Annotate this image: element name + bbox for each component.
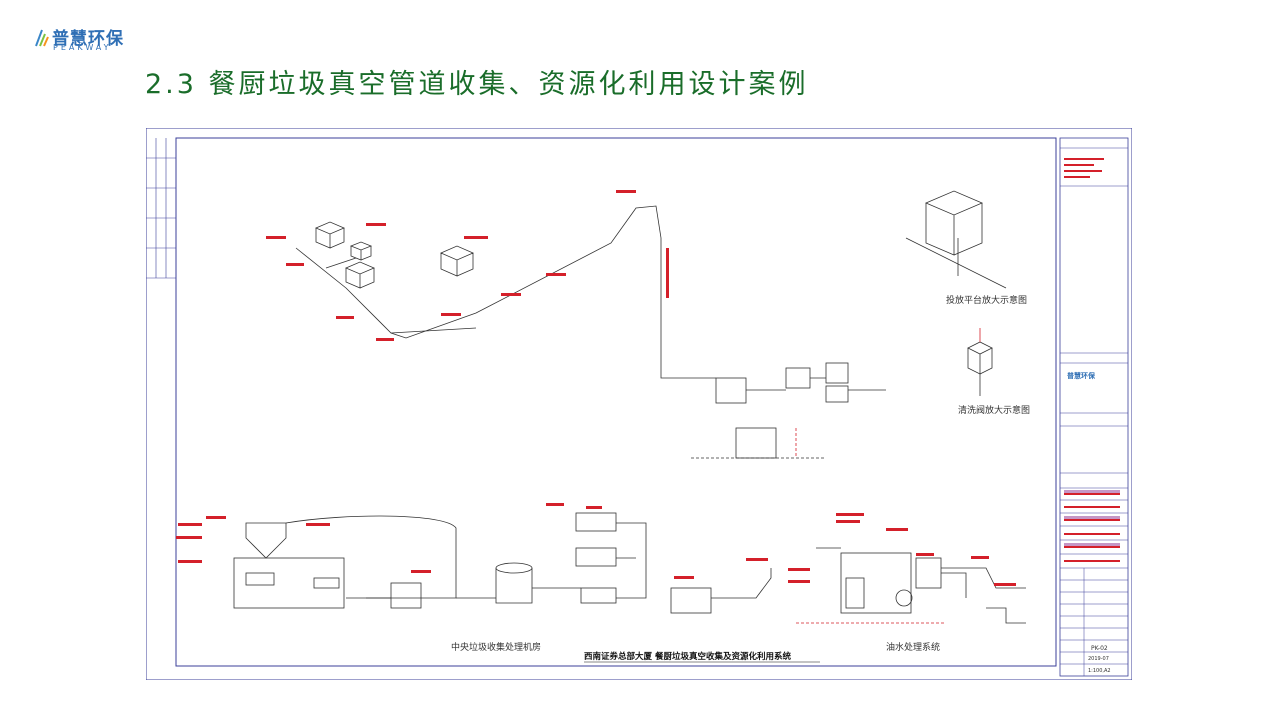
platform-detail [905,190,1007,289]
platform-detail-caption: 投放平台放大示意图 [946,294,1027,306]
title-block-scale: 1:100,A2 [1088,668,1111,674]
oil-water-caption: 油水处理系统 [886,641,940,653]
logo-mark-icon [35,29,49,47]
slide-title: 2.3 餐厨垃圾真空管道收集、资源化利用设计案例 [145,69,809,100]
logo-text-cn: 普慧环保 [52,29,124,49]
oil-water-equipment [796,547,1026,624]
logo-text-en: PEAKWAY [53,43,112,52]
valve-detail [967,328,993,396]
sheet-border [146,128,1132,680]
title-block-company: 普慧环保 [1067,371,1096,380]
central-room-equipment [233,512,772,614]
equipment-group-upper [660,362,886,459]
drawing-frame [175,137,1057,667]
oil-water-labels [788,513,1016,586]
central-room-caption: 中央垃圾收集处理机房 [451,641,541,653]
valve-detail-caption: 清洗阀放大示意图 [958,404,1030,416]
isometric-pipe-network [295,205,662,368]
title-block-sheet-no: PK-02 [1091,645,1108,652]
title-block: 普慧环保 PK-02 2019-07 1:100,A2 [1059,137,1129,677]
engineering-drawing: 普慧环保 PK-02 2019-07 1:100,A2 [146,128,1132,680]
title-block-date: 2019-07 [1088,656,1109,662]
pipe-labels [266,190,669,341]
drawing-title: 西南证券总部大厦 餐厨垃圾真空收集及资源化利用系统 [584,651,791,662]
company-logo: 普慧环保 PEAKWAY [34,24,144,54]
left-binding-strip [146,138,176,279]
central-room-labels [176,503,768,579]
